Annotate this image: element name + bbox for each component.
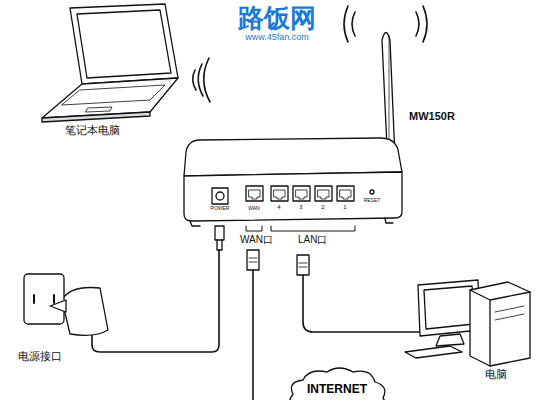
port-label: 4 <box>277 204 280 211</box>
port-pins <box>274 190 285 199</box>
watermark-url: www.45fan.com <box>245 33 309 43</box>
lan-cable <box>297 255 425 332</box>
port-label: POWER <box>211 206 230 212</box>
laptop <box>42 4 178 122</box>
cloud-node: INTERNET <box>283 366 391 400</box>
model-name: MW150R <box>409 110 455 122</box>
port-socket <box>271 186 288 201</box>
port-label: 2 <box>321 204 324 211</box>
port-pins <box>318 190 329 199</box>
port-label: RESET <box>364 198 381 204</box>
device-label: 笔记本电脑 <box>65 124 120 136</box>
desktop-computer <box>405 280 530 366</box>
port-label: WAN <box>248 206 259 212</box>
port-socket <box>293 186 310 201</box>
port-pins <box>249 190 260 199</box>
device-label: 电脑 <box>485 368 507 380</box>
port-group-label: WAN口 <box>240 234 273 245</box>
port-socket <box>246 186 263 201</box>
port-label: 3 <box>299 204 302 211</box>
port-socket <box>337 186 354 201</box>
device-label: 电源接口 <box>18 350 62 362</box>
wan-cable <box>247 250 259 400</box>
port-brackets <box>246 226 355 231</box>
port-pins <box>340 190 351 199</box>
port-pins <box>296 190 307 199</box>
port-socket <box>315 186 332 201</box>
watermark: 路饭网 <box>238 4 316 33</box>
node-text: INTERNET <box>283 366 391 396</box>
power-cable <box>24 226 224 352</box>
port-group-label: LAN口 <box>298 234 327 245</box>
port-label: 1 <box>343 204 346 211</box>
router-body <box>184 138 402 226</box>
